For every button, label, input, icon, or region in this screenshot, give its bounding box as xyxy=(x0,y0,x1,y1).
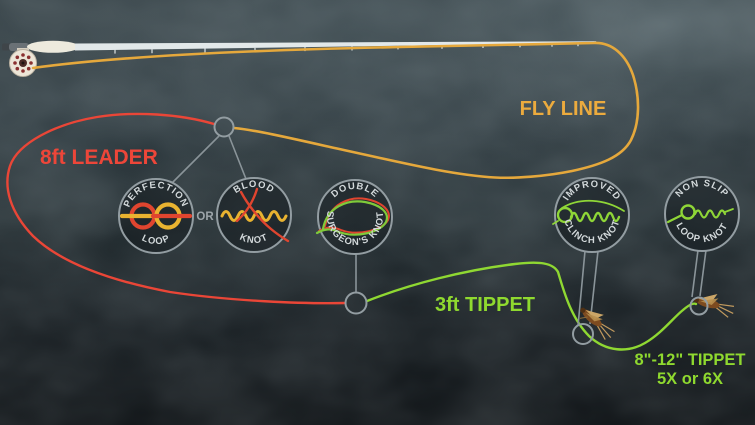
knot-circle-perfection-loop: PERFECTION LOOP xyxy=(118,178,194,254)
leader-label: 8ft LEADER xyxy=(40,146,158,169)
or-label: OR xyxy=(196,211,214,223)
tippet-line xyxy=(365,261,698,351)
perfection-loop-icon xyxy=(119,202,193,230)
knot-circle-improved-clinch-knot: IMPROVED CLINCH KNOT xyxy=(552,177,630,253)
fly-reel xyxy=(9,48,37,77)
surgeons-knot-ring xyxy=(317,179,393,255)
fly-1-leg xyxy=(579,316,588,319)
fly-line xyxy=(31,41,640,180)
tippet-size-label-line2: 5X or 6X xyxy=(657,370,723,388)
reel-hub-center xyxy=(21,61,25,65)
fly-line-label: FLY LINE xyxy=(520,98,607,120)
connector-to-nonslip-knot-a xyxy=(691,249,699,298)
rod-blank xyxy=(75,41,597,51)
flyline-leader-junction-ring xyxy=(213,116,235,138)
connector-to-clinch-knot-a xyxy=(577,250,586,327)
knot-circle-blood-knot: BLOOD KNOT xyxy=(216,177,292,253)
leader-tippet-junction-ring xyxy=(344,291,368,315)
blood-knot-icon xyxy=(220,187,290,243)
perfection-loop-label-bottom: LOOP xyxy=(140,233,172,248)
tippet-size-label-line1: 8"-12" TIPPET xyxy=(634,351,745,369)
connector-to-nonslip-knot-b xyxy=(699,249,707,297)
knot-circle-double-surgeons-knot: DOUBLE SURGEON'S KNOT xyxy=(315,179,393,255)
fly-1-wing2 xyxy=(585,312,603,322)
blood-knot-label-bottom: KNOT xyxy=(238,232,270,247)
junction-rings xyxy=(213,116,709,345)
reel-vent-holes xyxy=(13,53,33,73)
tippet-label: 3ft TIPPET xyxy=(435,294,535,316)
knot-circle-non-slip-loop-knot: NON SLIP LOOP KNOT xyxy=(664,176,740,252)
fly-1-wing xyxy=(585,310,604,320)
leader-line xyxy=(6,112,347,305)
double-surgeons-knot-icon xyxy=(315,197,390,236)
fly-lure-1 xyxy=(579,307,615,340)
fly-2-wing2 xyxy=(700,298,719,305)
rod-cork-handle xyxy=(27,40,79,53)
callout-connectors xyxy=(171,135,707,327)
fly-rod xyxy=(2,40,597,77)
connector-to-perfection-loop xyxy=(171,135,220,184)
fly-2-knot-ring xyxy=(689,296,709,316)
non-slip-loop-knot-icon xyxy=(666,204,734,224)
fly-1-head xyxy=(580,307,586,313)
rod-butt-cap xyxy=(2,43,11,51)
connector-to-blood-knot xyxy=(228,135,247,180)
blood-knot-label-top: BLOOD xyxy=(231,179,276,196)
clinch-knot-ring xyxy=(554,177,630,253)
improved-clinch-knot-icon xyxy=(552,199,625,225)
fly-2-wing xyxy=(698,294,718,303)
fly-1-knot-ring xyxy=(572,323,594,345)
